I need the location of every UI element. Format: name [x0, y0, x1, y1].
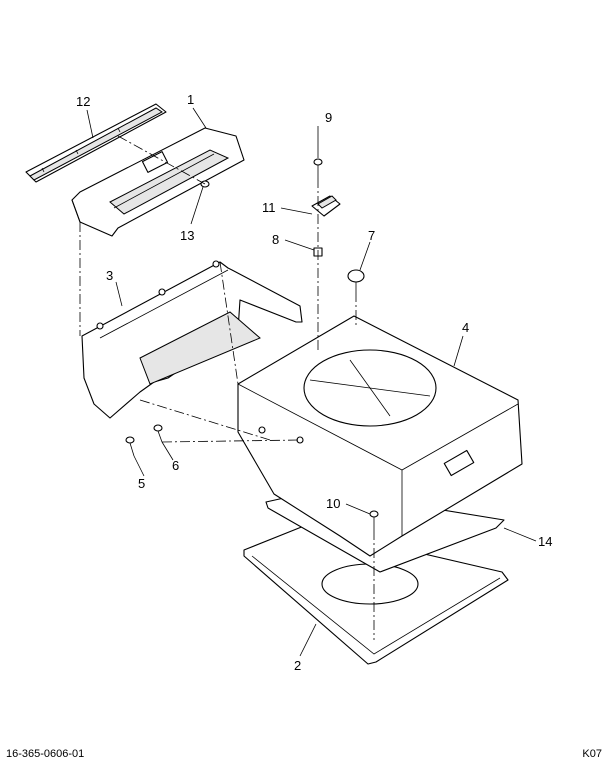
page-code: K07 [582, 748, 602, 760]
callout-13: 13 [180, 228, 194, 243]
part-11-connector [311, 195, 341, 217]
part-7-knob [347, 269, 365, 292]
callout-1: 1 [187, 92, 194, 107]
part-9-screw [313, 158, 323, 178]
part-6-nut [153, 424, 163, 443]
assembly-phantom-lines [79, 135, 375, 640]
callout-10: 10 [326, 496, 340, 511]
part-4-main-box [237, 315, 523, 557]
callout-7: 7 [368, 228, 375, 243]
part-1-top-console [71, 127, 245, 237]
callout-12: 12 [76, 94, 90, 109]
callout-2: 2 [294, 658, 301, 673]
callout-leaders [86, 107, 537, 657]
document-number: 16-365-0606-01 [6, 748, 85, 760]
callout-14: 14 [538, 534, 552, 549]
callout-9: 9 [325, 110, 332, 125]
part-12-trim-strip [25, 103, 167, 183]
callout-8: 8 [272, 232, 279, 247]
callout-5: 5 [138, 476, 145, 491]
callout-6: 6 [172, 458, 179, 473]
callout-3: 3 [106, 268, 113, 283]
callout-11: 11 [262, 200, 276, 215]
part-5-bolt [125, 436, 135, 457]
callout-4: 4 [462, 320, 469, 335]
